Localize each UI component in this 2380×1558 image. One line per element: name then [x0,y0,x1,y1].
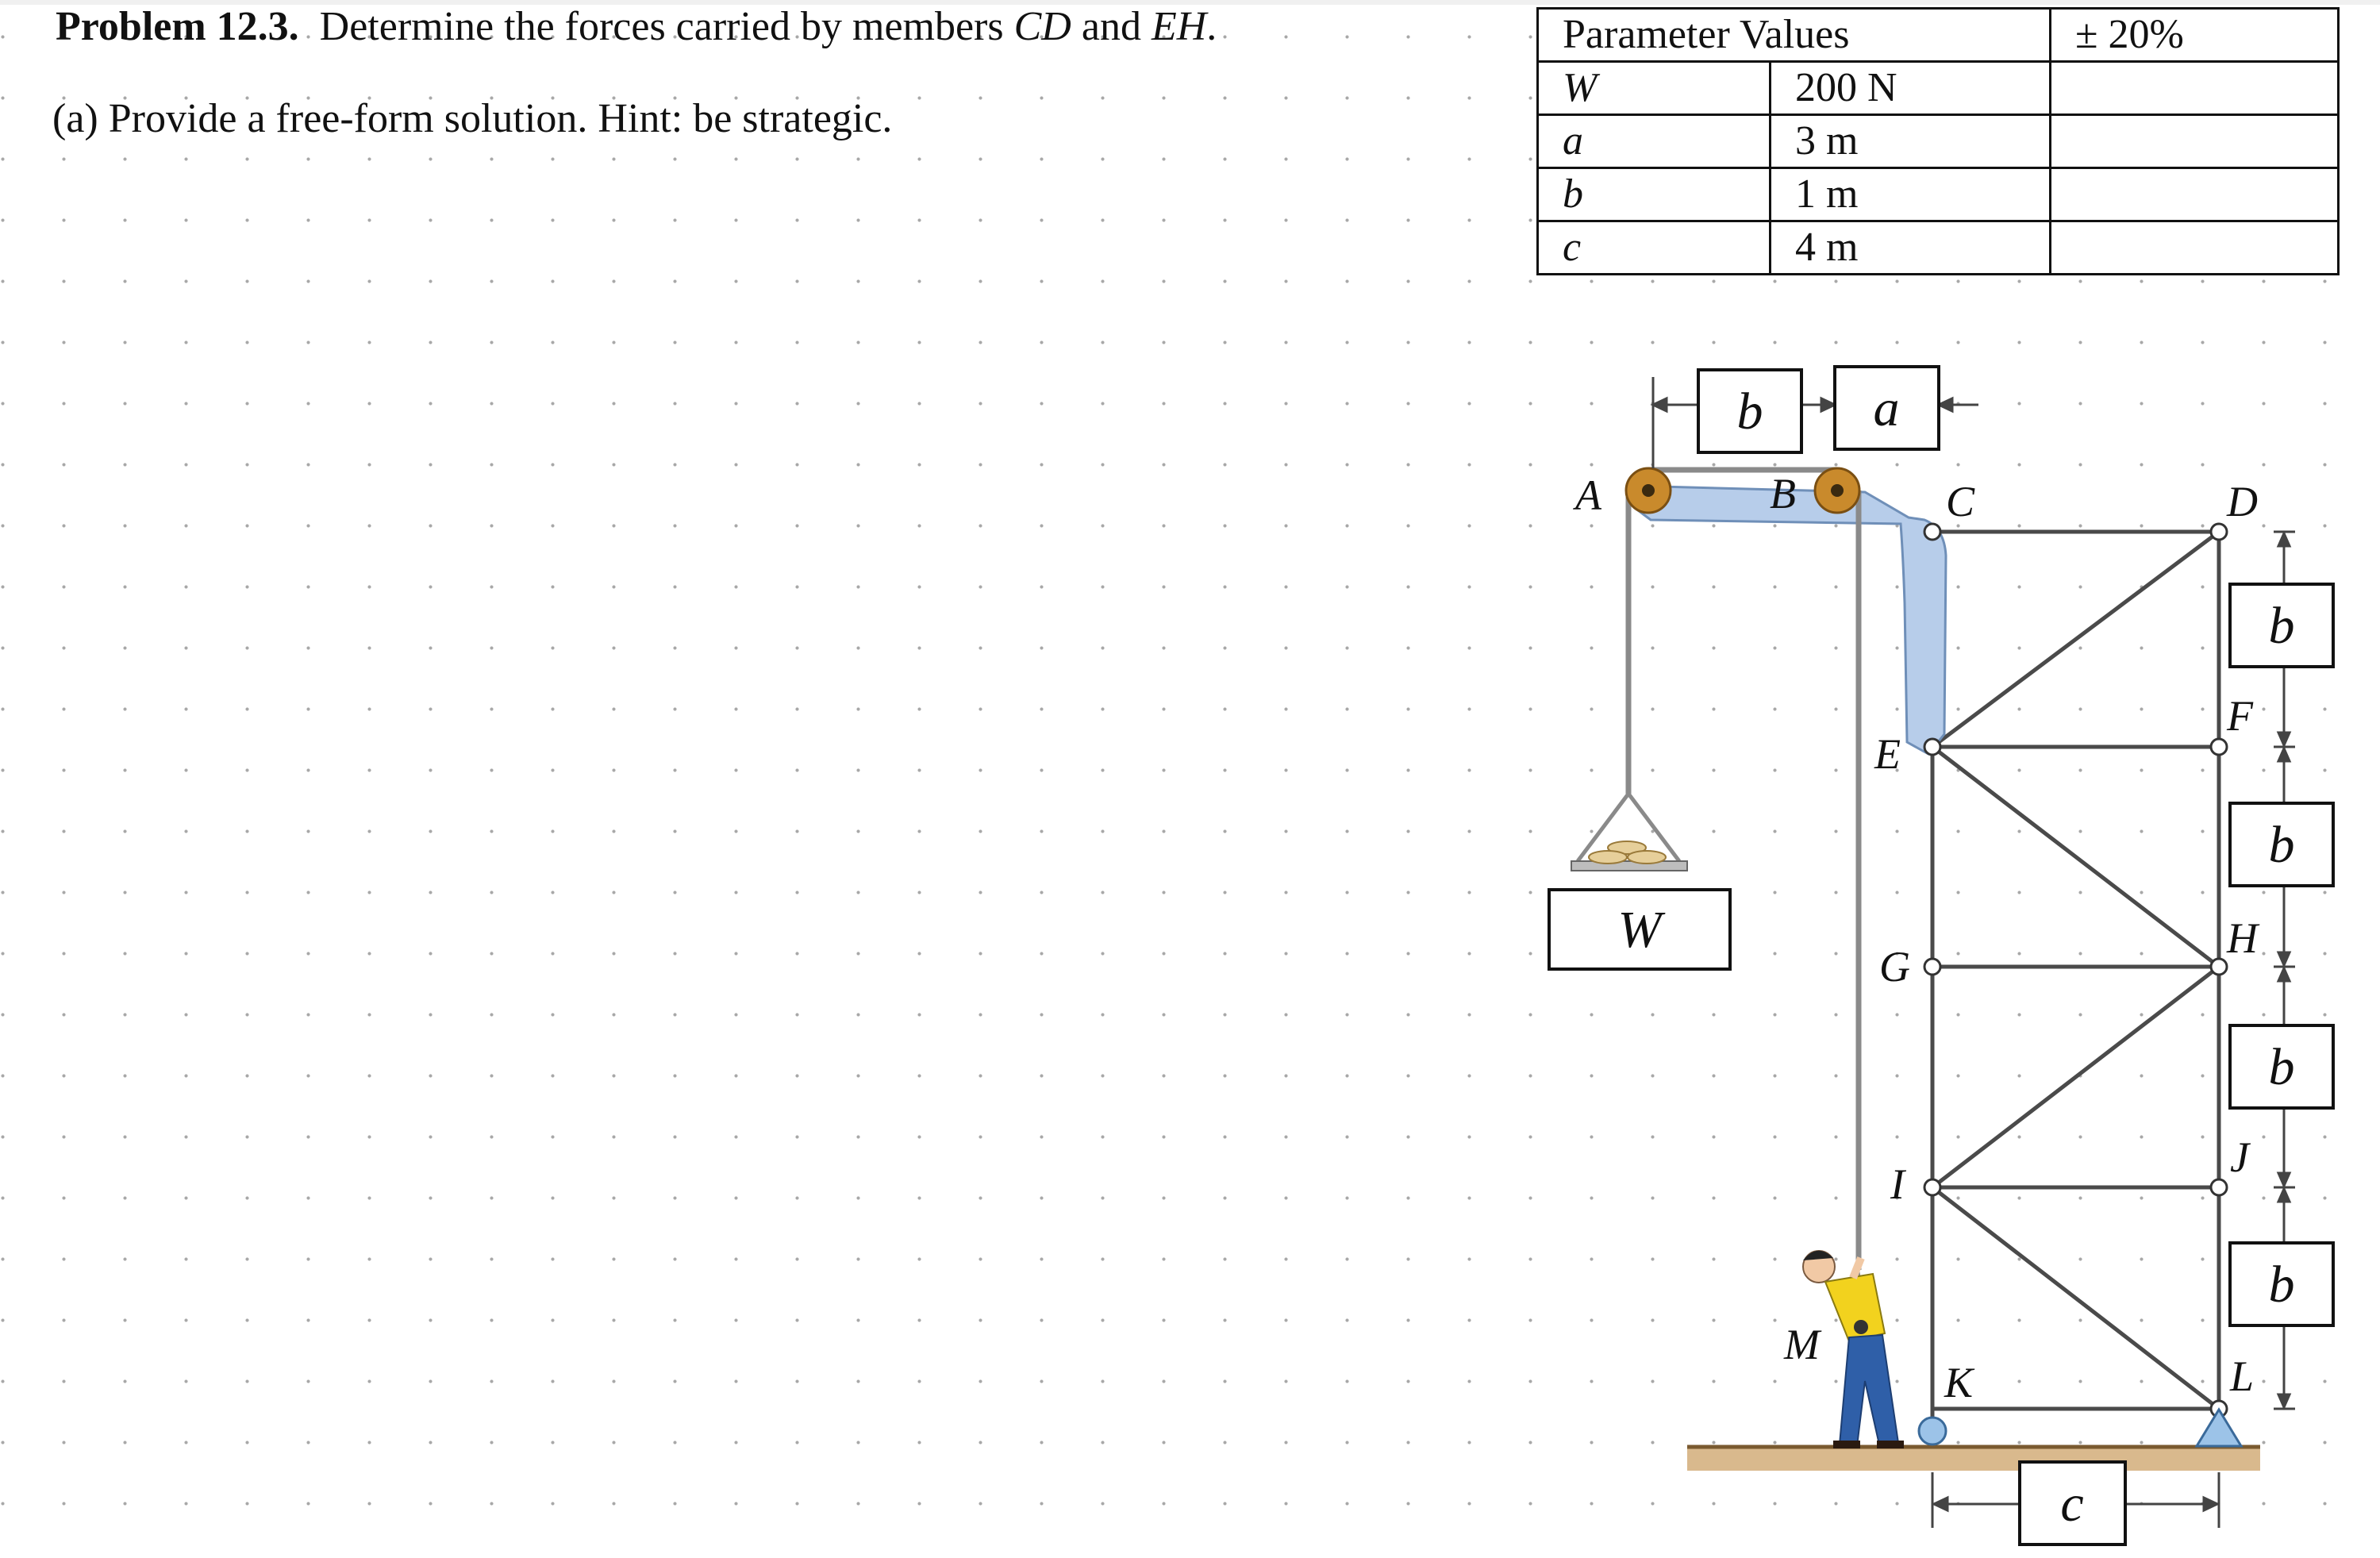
pin-support-icon [2194,1407,2244,1448]
pulley-b-icon [1813,467,1861,514]
dim-label: b [1737,383,1763,440]
param-tolerance-cell [2049,60,2340,116]
box-weight [1548,888,1732,971]
box-right-b4 [2228,1241,2335,1327]
dim-label: W [1618,901,1666,959]
label-c: C [1946,478,1975,525]
box-right-b2 [2228,802,2335,887]
dimension-top [1650,377,1978,468]
param-tolerance-cell [2049,113,2340,169]
param-tolerance-cell [2049,167,2340,222]
member-ed [1931,530,2220,748]
header-label: Parameter Values [1536,7,2051,63]
pin-g [1923,957,1942,976]
dimension-box-labels: b a b b b b c W [1618,379,2295,1533]
param-value: 1 m [1769,167,2051,222]
label-m: M [1783,1321,1822,1368]
problem-number: Problem 12.3. [56,4,299,49]
member-il [1931,1186,2220,1410]
dimension-bottom [1931,1472,2220,1528]
label-h: H [2226,914,2260,962]
box-right-b1 [2228,583,2335,668]
part-a-prompt: (a) Provide a free-form solution. Hint: … [52,96,893,141]
param-symbol: b [1536,167,1771,222]
table-row: W 200 N [1536,60,2340,116]
param-symbol: W [1536,60,1771,116]
pin-f [2209,737,2228,756]
statement-mid: and [1071,4,1152,49]
box-right-b3 [2228,1024,2335,1110]
member-eh-line [1931,745,2220,968]
statement-pre: Determine the forces carried by members [319,4,1014,49]
pin-c [1923,522,1942,541]
pin-d [2209,522,2228,541]
weight-pan-icon [1571,792,1688,871]
member-ih [1931,965,2220,1189]
dim-label: b [2269,597,2295,655]
param-tolerance-cell [2049,220,2340,275]
label-a: A [1573,471,1602,519]
header-tolerance: ± 20% [2049,7,2340,63]
pin-i [1923,1178,1942,1197]
label-b: B [1770,470,1796,517]
label-d: D [2226,478,2258,525]
dim-label: a [1874,379,1900,437]
table-header-row: Parameter Values ± 20% [1536,7,2340,63]
member-cd: CD [1013,4,1071,49]
statement-end: . [1206,4,1217,49]
param-symbol: a [1536,113,1771,169]
param-value: 200 N [1769,60,2051,116]
param-symbol: c [1536,220,1771,275]
label-j: J [2230,1133,2251,1181]
pin-h [2209,957,2228,976]
joint-pins [1923,522,2228,1418]
problem-statement: Problem 12.3. Determine the forces carri… [56,3,1217,50]
joint-labels: A B C D E F G H I J K L M [1573,470,2260,1406]
table-row: c 4 m [1536,220,2340,275]
crane-arm [1629,484,1947,756]
box-top-b [1697,368,1803,454]
pin-j [2209,1178,2228,1197]
man-pulling-rope-icon [1802,1250,1904,1448]
label-i: I [1890,1160,1907,1208]
top-bar [0,0,2380,5]
label-e: E [1874,730,1901,778]
label-f: F [2226,692,2254,740]
box-bottom-c [2018,1460,2127,1546]
label-g: G [1879,943,1910,991]
dim-label: b [2269,816,2295,874]
pin-e [1923,737,1942,756]
param-value: 4 m [1769,220,2051,275]
truss-members [1930,529,2221,1429]
label-k: K [1944,1359,1975,1406]
dim-label: c [2060,1475,2083,1533]
dimension-boxes [1548,365,2335,1546]
dim-label: b [2269,1038,2295,1096]
label-l: L [2229,1352,2254,1400]
member-eh: EH [1151,4,1207,49]
pulley-a-icon [1624,467,1672,514]
box-top-a [1833,365,1940,451]
parameter-table: Parameter Values ± 20% W 200 N a 3 m b 1… [1536,7,2340,275]
ground [1687,1447,2260,1471]
param-value: 3 m [1769,113,2051,169]
table-row: b 1 m [1536,167,2340,222]
roller-support-icon [1917,1416,1947,1446]
dim-label: b [2269,1256,2295,1314]
table-row: a 3 m [1536,113,2340,169]
